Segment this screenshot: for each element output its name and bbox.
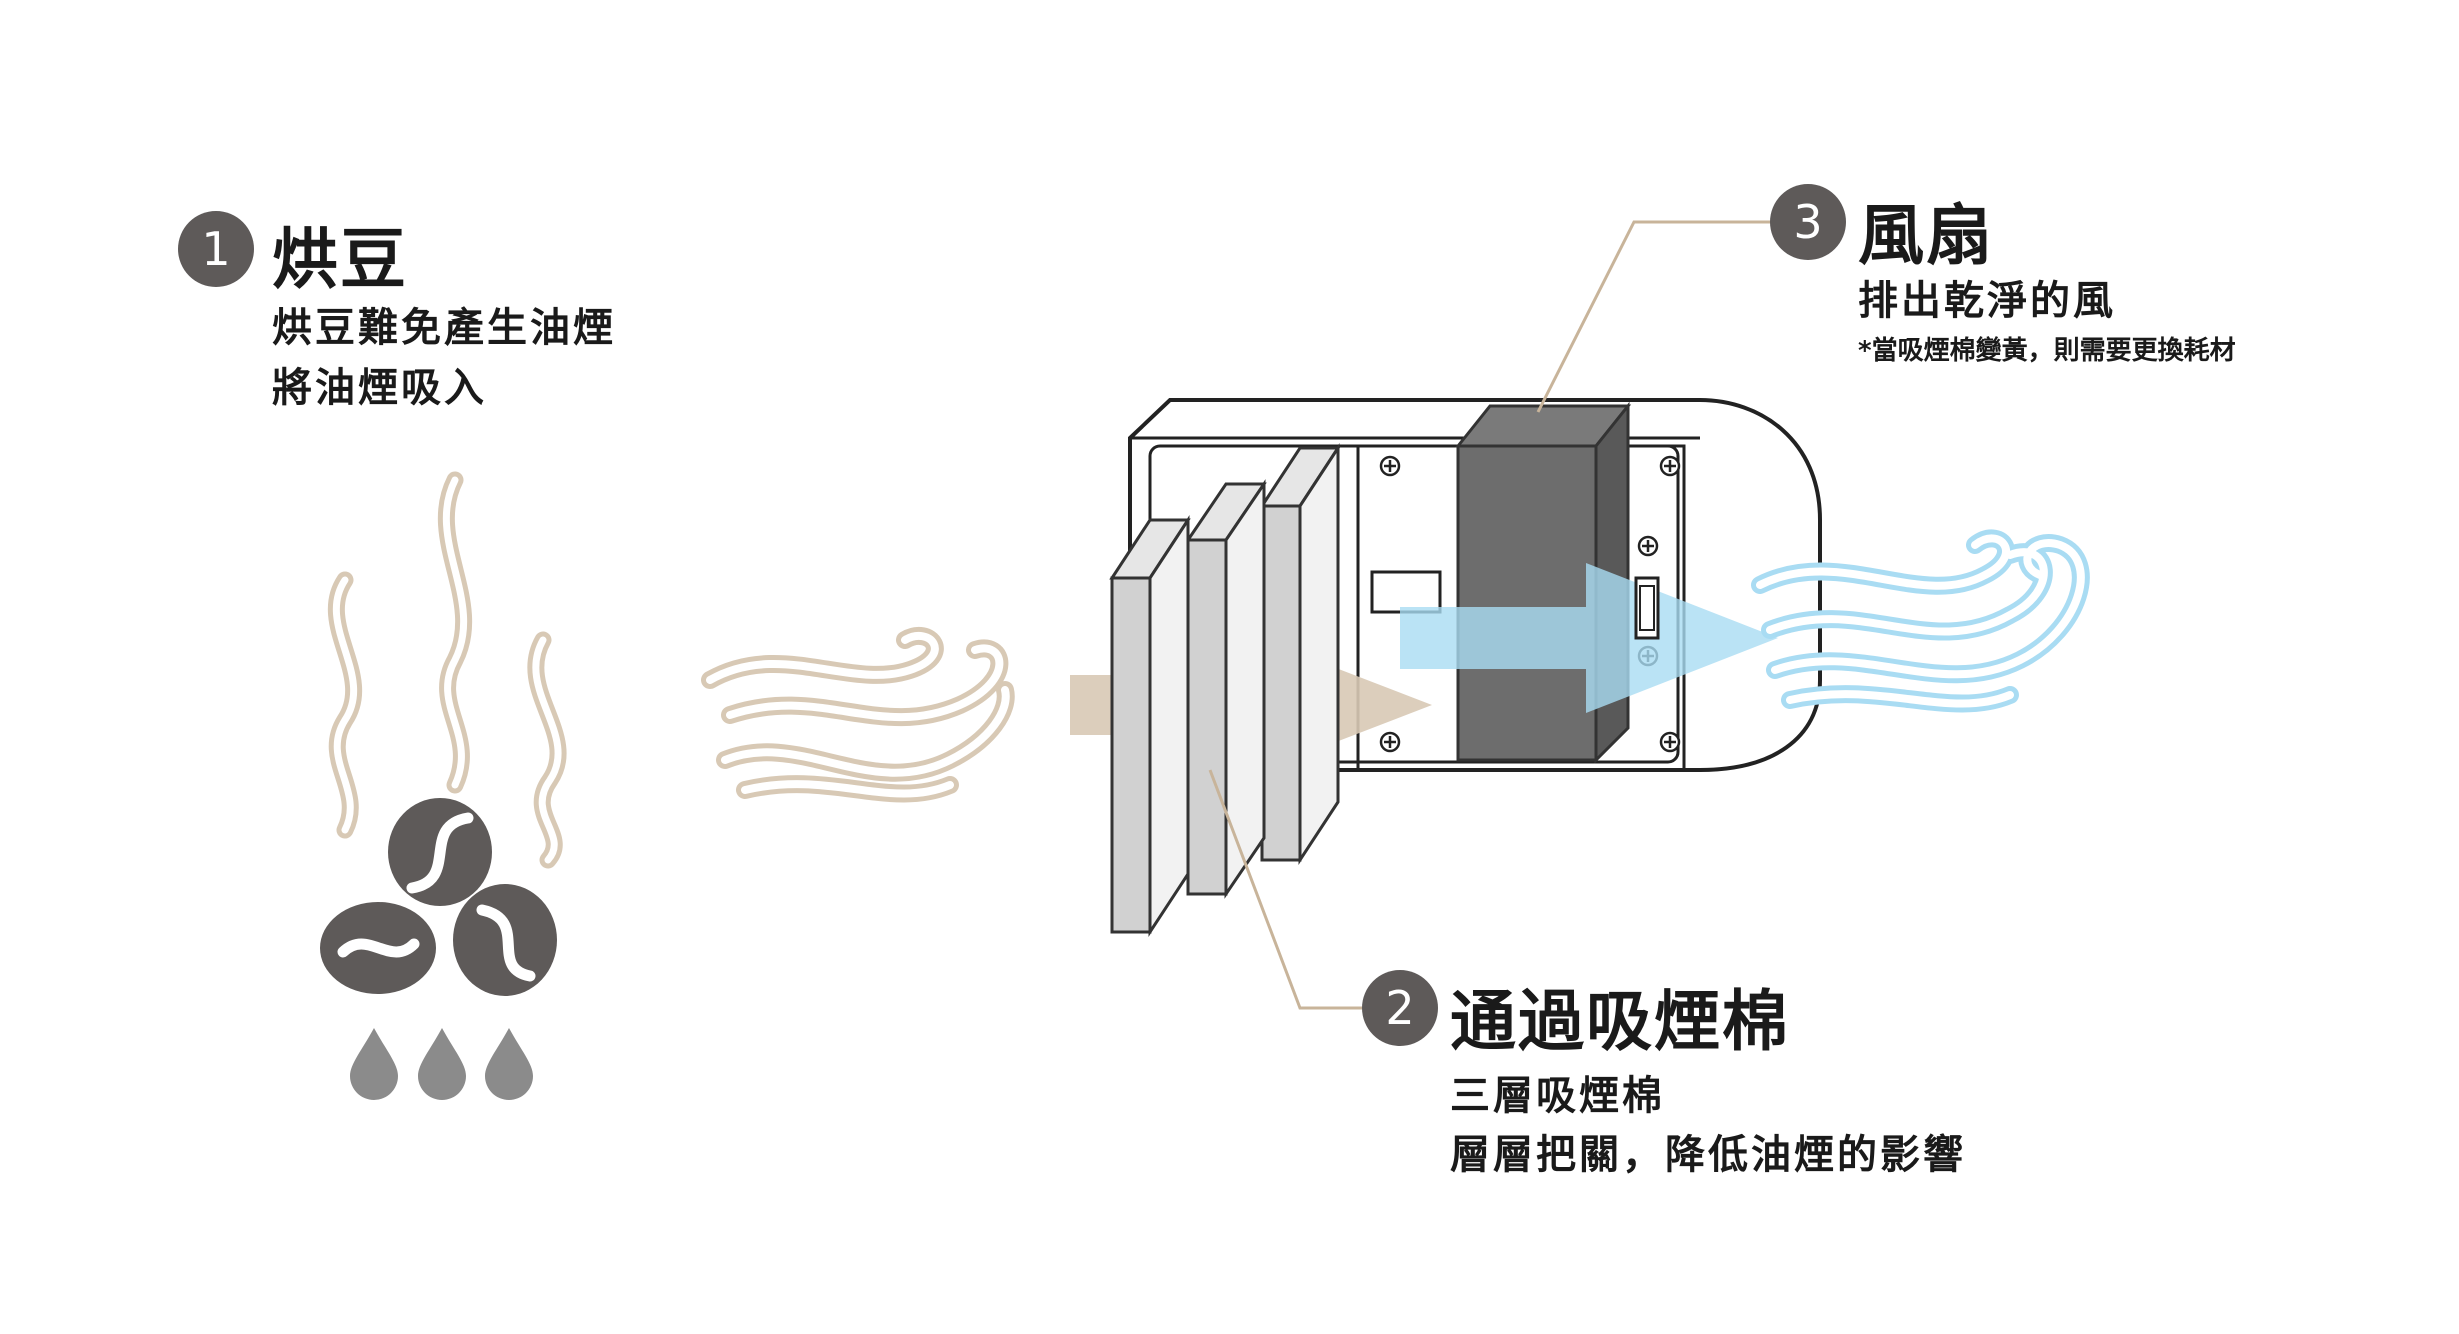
step-description-line: 將油煙吸入 <box>272 365 487 411</box>
step-title: 風扇 <box>1858 197 1994 274</box>
step-description-line: 排出乾淨的風 <box>1858 278 2116 324</box>
step-title: 通過吸煙棉 <box>1450 983 1790 1060</box>
step-title: 烘豆 <box>272 221 408 298</box>
coffee-bean-icon <box>388 798 492 906</box>
filter-icon <box>1109 514 1191 938</box>
step-number-badge: 2 <box>1362 970 1438 1046</box>
step-description-line: 烘豆難免產生油煙 <box>272 305 616 351</box>
leader-line <box>1208 220 1780 1010</box>
step-number-badge: 3 <box>1770 184 1846 260</box>
replacement-note: *當吸煙棉變黃，則需要更換耗材 <box>1858 336 2236 366</box>
wind-icon <box>1751 529 2090 713</box>
oil-drop-icon <box>350 1028 533 1100</box>
smoke-icon <box>332 476 562 864</box>
coffee-bean-icon <box>320 902 436 994</box>
wind-icon <box>701 626 1015 803</box>
step-number-badge: 1 <box>178 211 254 287</box>
step-description-line: 層層把關，降低油煙的影響 <box>1450 1132 1966 1178</box>
filter-icon <box>1185 479 1267 899</box>
clean-air-arrow <box>1400 563 1778 713</box>
filter-icon <box>1259 442 1341 866</box>
coffee-bean-icon <box>453 884 557 996</box>
step-description-line: 三層吸煙棉 <box>1450 1073 1665 1119</box>
